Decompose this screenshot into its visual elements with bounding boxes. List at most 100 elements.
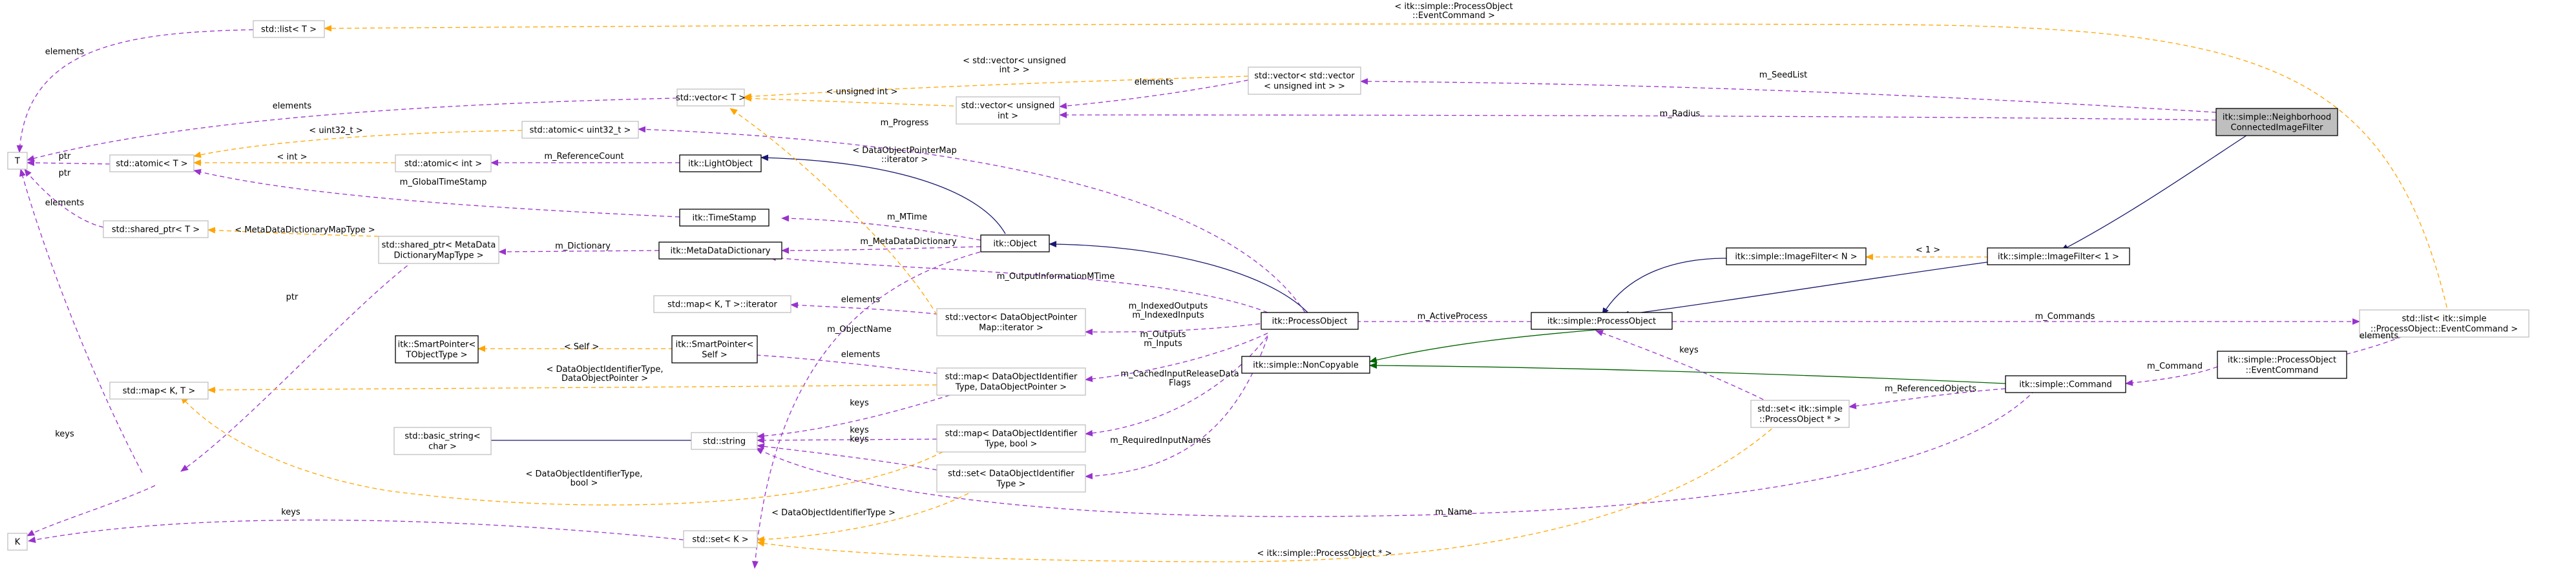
edge-label-elements: elements [273,101,312,111]
node-t[interactable]: T [7,152,28,170]
edge-label-m-referencecount: m_ReferenceCount [544,152,623,161]
node-label: itk::simple::ProcessObject [2228,356,2336,365]
node-itk-smartpointer-self[interactable]: itk::SmartPointer<Self > [671,335,758,364]
node-itk-metadatadictionary[interactable]: itk::MetaDataDictionary [658,241,782,260]
edge-label-text: < uint32_t > [309,126,362,136]
edge-label-keys: keys [850,398,869,408]
edge-vecvec-to-vecuns [1059,79,1249,109]
edge-label-text: m_ObjectName [827,325,892,334]
edge-setpobj-to-setK [757,418,1784,562]
edge-label-text: ::EventCommand > [1412,11,1495,21]
node-itk-simple-imagefilter1[interactable]: itk::simple::ImageFilter< 1 > [1987,247,2130,265]
node-box [2215,108,2338,136]
edge-label-text: m_ReferencedObjects [1885,384,1976,394]
node-label: std::map< DataObjectIdentifier [945,373,1078,382]
node-std-vector-dopm[interactable]: std::vector< DataObjectPointerMap::itera… [936,308,1086,336]
node-label: std::set< itk::simple [1757,405,1843,415]
node-box [683,530,758,548]
node-box [679,154,762,172]
edge-label-text: m_MTime [887,212,927,222]
node-label: std::atomic< uint32_t > [530,126,631,136]
edge-label-m-seedlist: m_SeedList [1759,70,1807,80]
node-box [1987,247,2130,265]
node-box [936,464,1086,493]
node-std-set-pobj[interactable]: std::set< itk::simple::ProcessObject * > [1750,400,1850,428]
edge-process-required [1085,336,1268,480]
node-std-string[interactable]: std::string [691,432,758,450]
node-std-basic-string[interactable]: std::basic_string<char > [393,427,492,455]
node-box [679,209,770,227]
edge-label-text: m_Name [1435,507,1472,517]
edge-ec-command [2125,366,2218,386]
edge-label-text: DataObjectPointer > [561,374,648,384]
node-std-map-doi-bool[interactable]: std::map< DataObjectIdentifierType, bool… [936,424,1086,453]
node-std-set-k[interactable]: std::set< K > [683,530,758,548]
node-std-map-kt[interactable]: std::map< K, T > [109,382,209,400]
node-itk-lightobject[interactable]: itk::LightObject [679,154,762,172]
node-label: itk::Object [993,240,1036,249]
node-box [676,88,745,107]
node-itk-timestamp[interactable]: itk::TimeStamp [679,209,770,227]
node-box [393,427,492,455]
edge-label-m-objectname: m_ObjectName [827,325,892,334]
edge-label-text: m_Outputs [1140,330,1186,340]
edge-label-text: < 1 > [1916,245,1940,255]
node-itk-processobject[interactable]: itk::ProcessObject [1261,312,1359,330]
edge-command-inherits-noncopy [1369,362,2006,384]
node-std-shared-ptr-t[interactable]: std::shared_ptr< T > [103,220,209,238]
node-itk-simple-noncopyable[interactable]: itk::simple::NonCopyable [1241,356,1370,374]
node-std-set-doi[interactable]: std::set< DataObjectIdentifierType > [936,464,1086,493]
edge-label-text: elements [841,350,881,360]
edge-map-to-K [26,485,156,537]
node-itk-simple-ncif[interactable]: itk::simple::NeighborhoodConnectedImageF… [2215,108,2338,136]
node-std-atomic-t[interactable]: std::atomic< T > [109,154,194,172]
edge-label-m-metadatadictionary: m_MetaDataDictionary [860,237,956,247]
node-itk-simple-processobject[interactable]: itk::simple::ProcessObject [1531,312,1673,330]
edge-label-m-outputinformationmtime: m_OutputInformationMTime [997,272,1115,282]
edge-label-keys: keys [850,435,869,444]
node-std-atomic-uint32[interactable]: std::atomic< uint32_t > [521,121,639,139]
node-itk-simple-imagefiltern[interactable]: itk::simple::ImageFilter< N > [1726,247,1867,265]
edge-vecdopm-template-vector [729,108,937,316]
node-label: Type, DataObjectPointer > [955,383,1067,393]
node-label: char > [428,442,457,452]
edge-label-text: elements [2360,331,2399,341]
node-std-map-iterator[interactable]: std::map< K, T >::iterator [653,295,791,313]
edge-label-text: m_Commands [2035,312,2095,322]
node-itk-smartpointer-tobject[interactable]: itk::SmartPointer<TObjectType > [395,335,479,364]
node-std-list-ec[interactable]: std::list< itk::simple::ProcessObject::E… [2359,309,2529,338]
edge-label-text: ptr [286,292,298,302]
node-label: T [14,157,20,167]
node-std-vector-vector[interactable]: std::vector< std::vector< unsigned int >… [1248,67,1361,95]
edge-label-text: m_ActiveProcess [1418,312,1488,322]
edge-sprocess-inherits-noncopy [1369,329,1603,364]
node-itk-simple-command[interactable]: itk::simple::Command [2005,375,2126,393]
edge-label-doi-dop: < DataObjectIdentifierType,DataObjectPoi… [547,365,664,384]
node-k[interactable]: K [7,533,28,551]
node-itk-simple-po-eventcommand[interactable]: itk::simple::ProcessObject::EventCommand [2217,351,2347,379]
edge-label-text: int > > [1000,65,1030,75]
edge-label-text: bool > [571,478,598,488]
node-std-list-t[interactable]: std::list< T > [253,20,325,38]
node-label: ::ProcessObject * > [1759,415,1841,425]
node-std-atomic-int[interactable]: std::atomic< int > [395,154,492,172]
node-std-map-doi[interactable]: std::map< DataObjectIdentifierType, Data… [936,367,1086,396]
node-label: std::set< DataObjectIdentifier [948,469,1074,479]
edge-label-elements: elements [45,198,85,208]
edge-label-list-top: < itk::simple::ProcessObject::EventComma… [1394,2,1513,21]
node-box [691,432,758,450]
edge-ncif-radius [1059,112,2217,121]
edge-label-text: m_IndexedInputs [1132,311,1204,320]
node-label: std::map< K, T > [123,387,196,396]
node-box [2005,375,2126,393]
edge-label-text: keys [281,507,300,517]
node-std-shared-ptr-mdd[interactable]: std::shared_ptr< MetaDataDictionaryMapTy… [378,236,499,264]
node-itk-object[interactable]: itk::Object [980,234,1050,252]
edge-label-text: elements [45,198,85,208]
node-std-vector-t[interactable]: std::vector< T > [676,88,746,107]
edge-label-lt-unsigned-int: < unsigned int > [826,87,898,97]
edge-setK-to-K [28,519,684,543]
node-label: std::shared_ptr< T > [112,225,200,235]
